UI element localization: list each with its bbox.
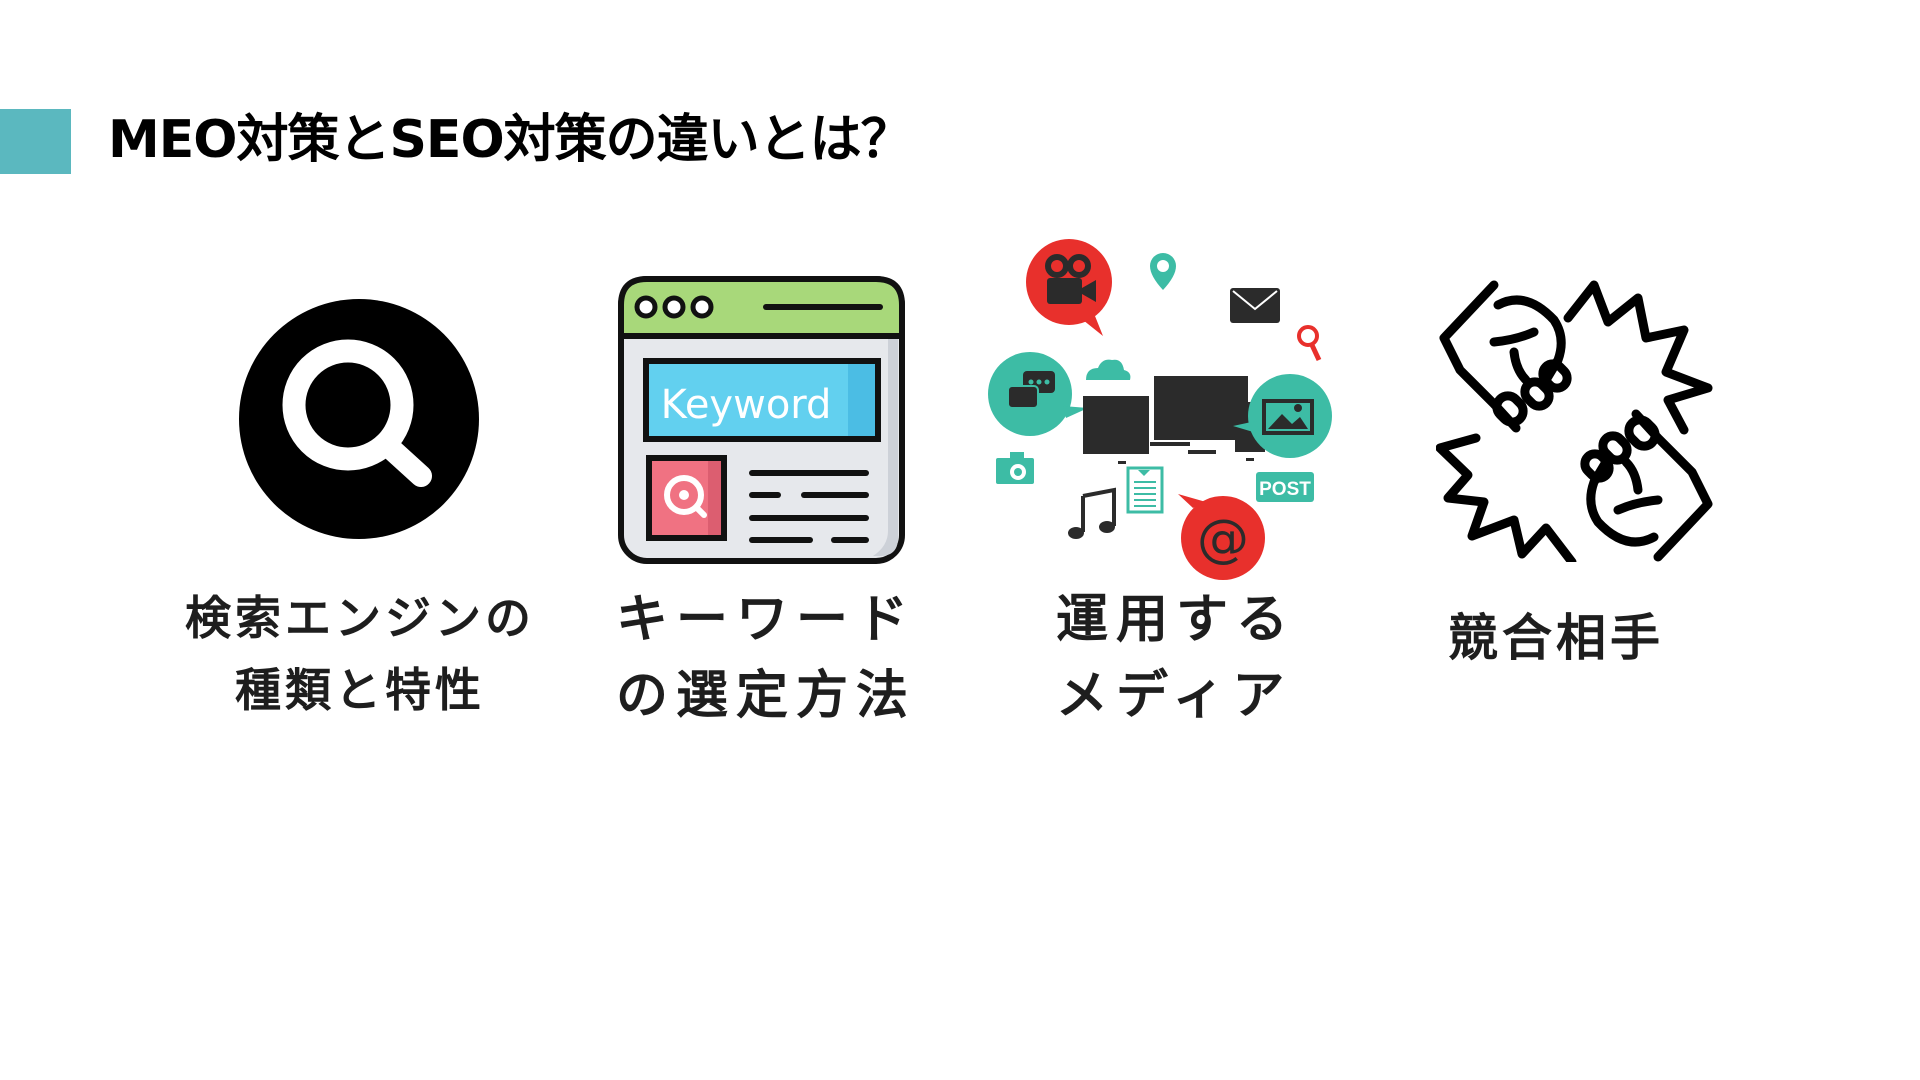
browser-keyword-icon: Keyword	[618, 276, 905, 564]
slide-title: MEO対策とSEO対策の違いとは？	[108, 110, 913, 170]
label-line: キーワード	[616, 590, 917, 650]
label-line: 検索エンジンの	[185, 591, 535, 645]
item-label-keyword-selection: キーワード の選定方法	[616, 582, 916, 734]
fist-bump-icon	[1436, 280, 1713, 562]
item-label-search-engines: 検索エンジンの 種類と特性	[160, 582, 560, 726]
media-devices-cluster-icon: POST @	[988, 239, 1332, 580]
keyword-text: Keyword	[661, 382, 832, 428]
post-tag-text: POST	[1259, 479, 1311, 500]
title-accent-block	[0, 109, 71, 174]
label-line: 競合相手	[1448, 609, 1664, 667]
magnifier-circle-icon	[239, 299, 479, 539]
label-line: メディア	[1056, 666, 1293, 726]
item-label-competitors: 競合相手	[1448, 608, 1664, 668]
at-sign-text: @	[1197, 509, 1249, 569]
label-line: 運用する	[1056, 590, 1297, 650]
label-line: 種類と特性	[235, 663, 485, 717]
label-line: の選定方法	[616, 666, 917, 726]
item-label-media: 運用する メディア	[1056, 582, 1296, 734]
